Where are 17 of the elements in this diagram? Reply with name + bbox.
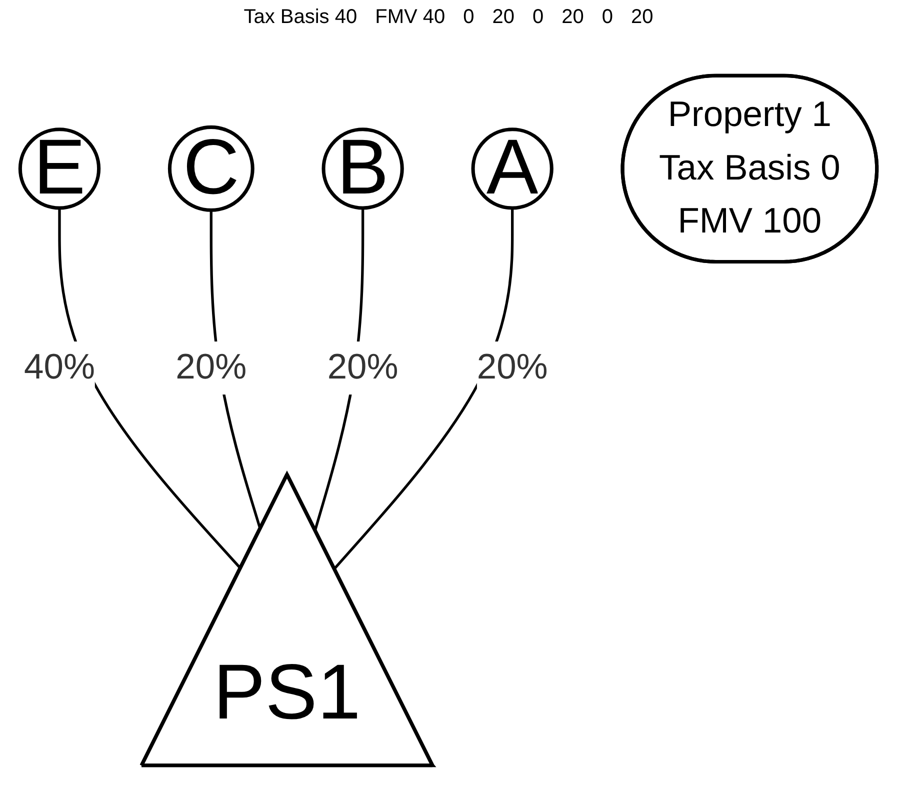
edge-label: 20% [327, 348, 398, 388]
value-label: Tax Basis 40 [244, 6, 358, 29]
value-label: 0 [463, 6, 474, 29]
value-label: 0 [602, 6, 614, 29]
edge-label: 20% [176, 348, 247, 388]
value-label: 20 [562, 6, 584, 29]
node-circle: E [18, 128, 101, 210]
edge-label: 20% [476, 348, 548, 388]
edge-label: 40% [24, 348, 95, 388]
node-circle: C [168, 125, 254, 212]
value-label: 20 [492, 6, 515, 29]
node-circle: A [471, 128, 554, 210]
connector [334, 208, 514, 570]
value-label: FMV 40 [375, 6, 446, 29]
node-circle: B [322, 128, 404, 210]
value-label: 20 [631, 6, 654, 29]
value-label: 0 [532, 6, 544, 29]
